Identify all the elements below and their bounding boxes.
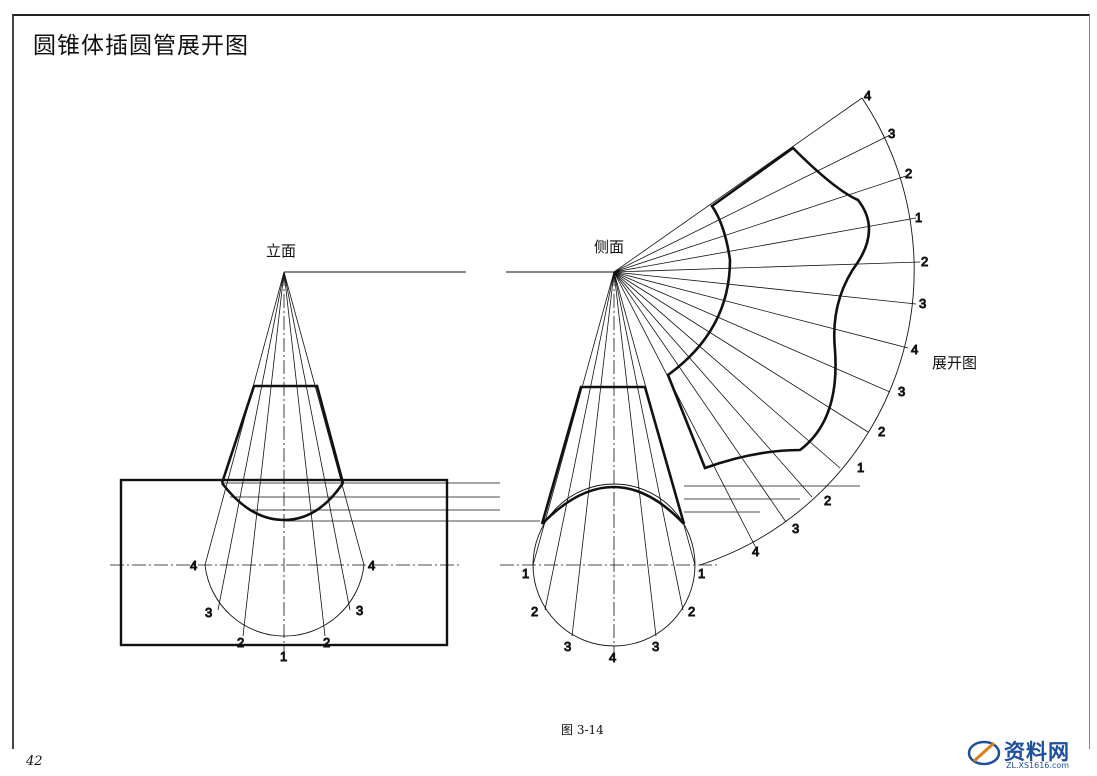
front-view-label: 立面	[266, 242, 297, 260]
watermark-text: 资料网	[1004, 740, 1070, 764]
dev-num: 4	[864, 88, 871, 103]
front-numbers: 4 4 3 3 2 2 1	[190, 558, 376, 665]
dev-num: 1	[857, 460, 864, 475]
figure-caption: 图 3-14	[561, 723, 604, 737]
front-view	[110, 271, 540, 660]
front-num: 3	[356, 603, 363, 618]
dev-num: 2	[824, 493, 831, 508]
watermark-sub: ZL.XS1616.com	[1006, 761, 1070, 770]
dev-num: 1	[915, 210, 922, 225]
side-num: 2	[531, 604, 538, 619]
side-num: 2	[688, 604, 695, 619]
dev-num: 2	[878, 424, 885, 439]
side-cone-outline	[540, 385, 686, 525]
base-arc	[204, 564, 365, 637]
development-arc	[699, 97, 915, 566]
front-num: 2	[237, 635, 244, 650]
front-num: 1	[280, 649, 287, 664]
page-frame	[12, 14, 1090, 749]
cone-outline	[220, 384, 345, 484]
front-num: 4	[190, 558, 197, 573]
dev-num: 4	[911, 342, 918, 357]
side-view-label: 侧面	[594, 238, 625, 256]
side-num: 1	[522, 566, 529, 581]
front-num: 3	[205, 605, 212, 620]
side-num: 4	[609, 650, 616, 665]
development	[613, 97, 921, 566]
dev-num: 2	[921, 254, 928, 269]
side-num: 3	[564, 639, 571, 654]
dev-num: 3	[919, 296, 926, 311]
page-title: 圆锥体插圆管展开图	[33, 33, 249, 59]
dev-num: 3	[898, 384, 905, 399]
side-numbers: 1 1 2 2 3 3 4	[522, 566, 706, 666]
side-view	[500, 271, 860, 660]
front-num: 4	[368, 558, 375, 573]
side-intersection-curve	[541, 485, 685, 525]
page-number: 42	[26, 754, 43, 769]
side-num: 3	[652, 639, 659, 654]
development-label: 展开图	[932, 354, 978, 372]
front-num: 2	[323, 635, 330, 650]
side-num: 1	[698, 566, 705, 581]
side-base-circle	[532, 483, 696, 647]
watermark-logo-icon	[967, 740, 1001, 766]
dev-num: 2	[905, 166, 912, 181]
intersection-curve	[220, 482, 345, 522]
development-numbers: 4 3 2 1 2 3 4 3 2 1 2 3 4	[752, 88, 929, 560]
watermark: 资料网 ZL.XS1616.com	[966, 735, 1091, 773]
development-outline	[666, 146, 871, 470]
dev-num: 3	[792, 521, 799, 536]
dev-num: 3	[888, 126, 895, 141]
dev-num: 4	[752, 544, 759, 559]
